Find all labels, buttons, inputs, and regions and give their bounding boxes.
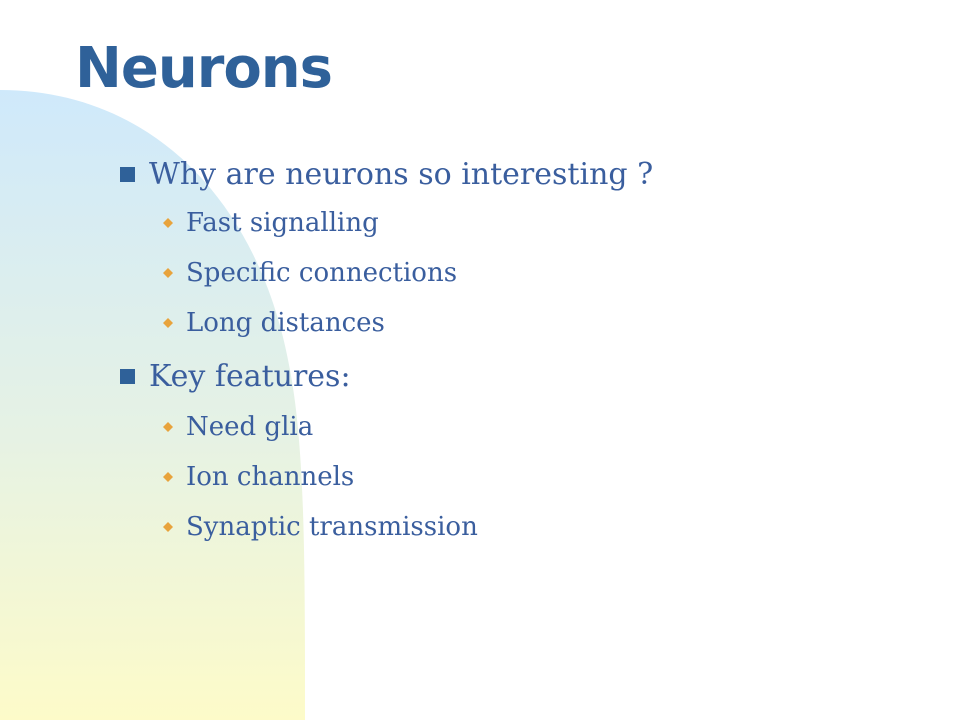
sub-bullet-item: Need glia bbox=[163, 414, 313, 440]
sub-bullet-text: Fast signalling bbox=[186, 208, 379, 238]
bullet-item: Key features: bbox=[120, 362, 351, 392]
diamond-bullet-icon bbox=[163, 472, 173, 482]
sub-bullet-text: Long distances bbox=[186, 308, 385, 338]
sub-bullet-text: Ion channels bbox=[186, 462, 355, 492]
diamond-bullet-icon bbox=[163, 268, 173, 278]
sub-bullet-item: Long distances bbox=[163, 310, 385, 336]
sub-bullet-text: Synaptic transmission bbox=[186, 512, 478, 542]
sub-bullet-text: Need glia bbox=[186, 412, 314, 442]
sub-bullet-item: Synaptic transmission bbox=[163, 514, 478, 540]
sub-bullet-text: Specific connections bbox=[186, 258, 458, 288]
bullet-item: Why are neurons so interesting ? bbox=[120, 160, 653, 190]
sub-bullet-item: Fast signalling bbox=[163, 210, 379, 236]
slide-title: Neurons bbox=[75, 36, 333, 101]
sub-bullet-item: Ion channels bbox=[163, 464, 354, 490]
sub-bullet-item: Specific connections bbox=[163, 260, 457, 286]
diamond-bullet-icon bbox=[163, 522, 173, 532]
diamond-bullet-icon bbox=[163, 422, 173, 432]
diamond-bullet-icon bbox=[163, 218, 173, 228]
square-bullet-icon bbox=[120, 369, 135, 384]
diamond-bullet-icon bbox=[163, 318, 173, 328]
bullet-text: Key features: bbox=[149, 359, 351, 394]
square-bullet-icon bbox=[120, 167, 135, 182]
bullet-text: Why are neurons so interesting ? bbox=[149, 157, 654, 192]
